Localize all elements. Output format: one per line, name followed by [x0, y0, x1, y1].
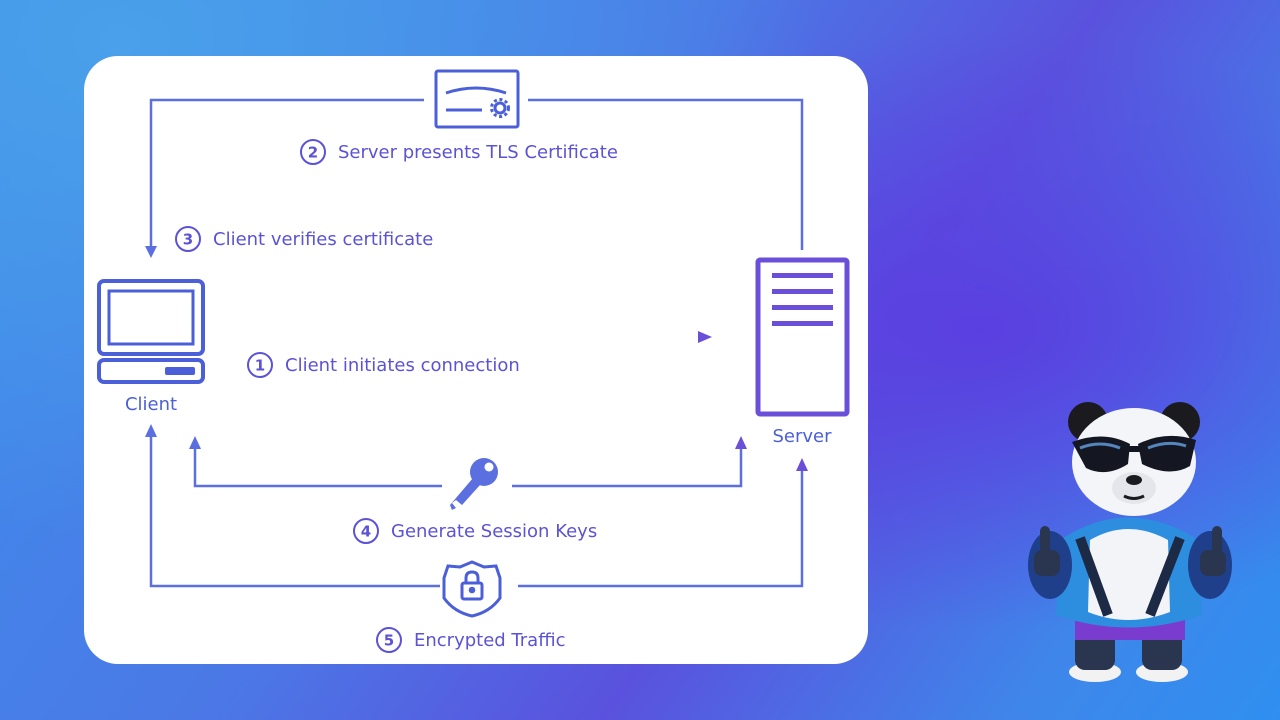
panda-mascot [1028, 402, 1232, 682]
step-4: 4 Generate Session Keys [353, 518, 597, 544]
step-3-number: 3 [183, 231, 193, 249]
step-3: 3 Client verifies certificate [175, 226, 433, 252]
laptop-icon [97, 279, 205, 384]
step-1: 1 Client initiates connection [247, 352, 520, 378]
certificate-icon [434, 69, 520, 129]
step-2: 2 Server presents TLS Certificate [300, 139, 618, 165]
step-1-label: Client initiates connection [285, 355, 520, 376]
arrowhead-to-client-traffic [145, 424, 157, 437]
step-4-label: Generate Session Keys [391, 521, 597, 542]
arrowhead-to-client-top [145, 246, 157, 258]
step-5-label: Encrypted Traffic [414, 630, 566, 651]
step-2-number: 2 [308, 144, 318, 162]
key-icon [450, 458, 498, 510]
session-keys-path [193, 447, 743, 488]
step-2-label: Server presents TLS Certificate [338, 142, 618, 163]
step-5: 5 Encrypted Traffic [376, 627, 566, 653]
server-label: Server [772, 426, 832, 447]
arrowhead-to-server-traffic [796, 458, 808, 471]
shield-lock-icon [442, 560, 502, 618]
encrypted-traffic-path [149, 436, 804, 588]
arrowhead-to-server [698, 331, 712, 343]
arrowhead-to-client-keys [189, 436, 201, 449]
step-5-number: 5 [384, 632, 394, 650]
client-label: Client [125, 394, 177, 415]
step-3-label: Client verifies certificate [213, 229, 433, 250]
step-4-number: 4 [361, 523, 371, 541]
certificate-path [149, 98, 804, 250]
server-icon [755, 257, 850, 417]
step-1-number: 1 [255, 357, 265, 375]
arrowhead-to-server-keys [735, 436, 747, 449]
